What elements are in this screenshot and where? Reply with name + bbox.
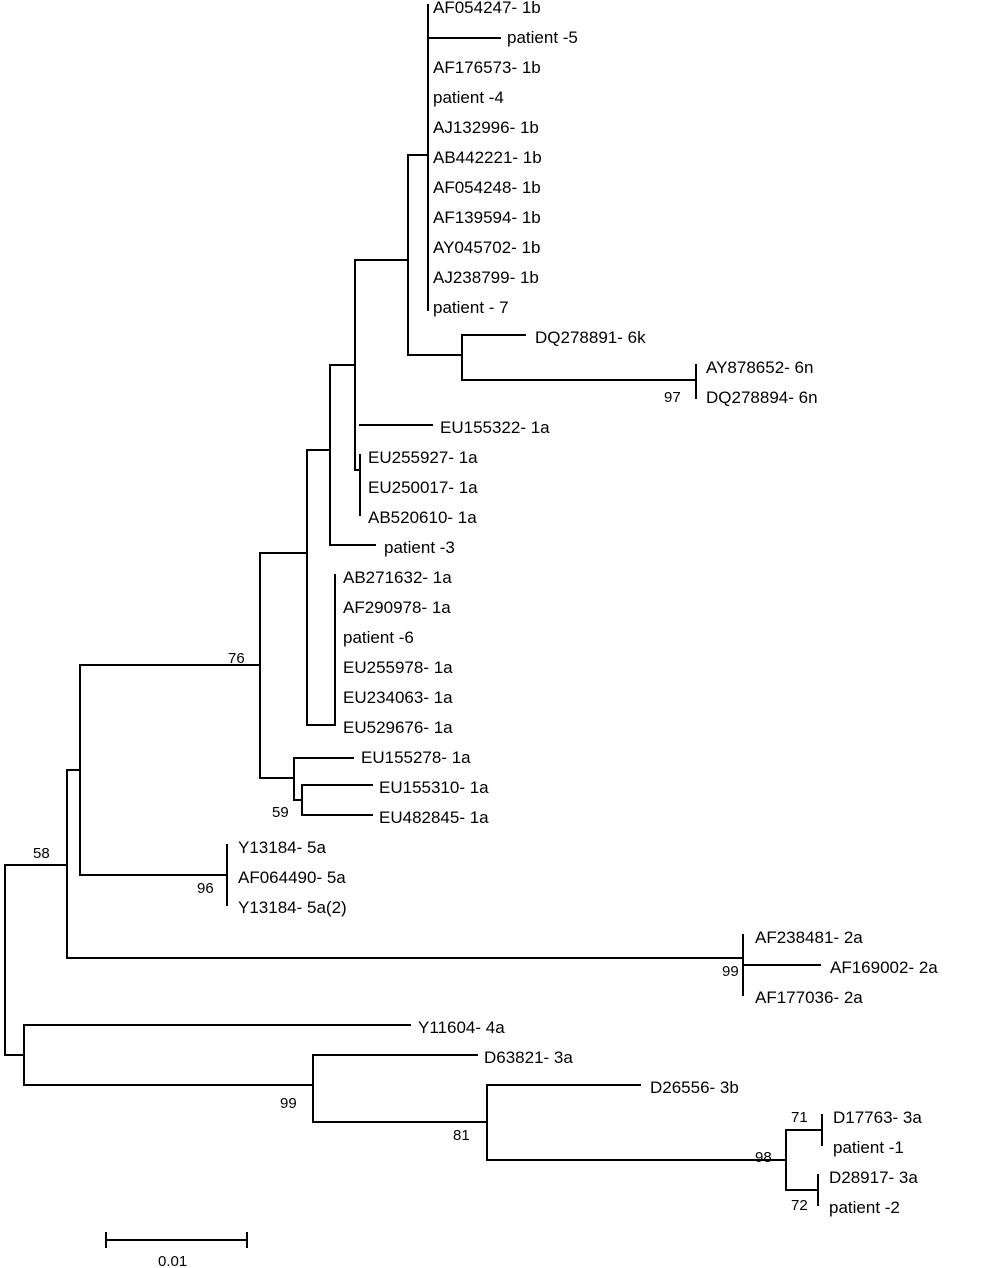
leaf-label: patient -3 [384, 538, 455, 557]
support-value: 97 [664, 389, 681, 406]
leaf-label: D26556- 3b [650, 1078, 739, 1097]
leaf-label: AJ238799- 1b [433, 268, 539, 287]
leaf-label: EU529676- 1a [343, 718, 453, 737]
leaf-label: DQ278894- 6n [706, 388, 818, 407]
leaf-label: DQ278891- 6k [535, 328, 646, 347]
support-value: 71 [791, 1109, 808, 1126]
leaf-label: AF054248- 1b [433, 178, 541, 197]
leaf-label: AB520610- 1a [368, 508, 477, 527]
support-values: 97 76 59 58 96 99 99 81 71 98 72 [33, 389, 808, 1214]
leaf-label: patient -4 [433, 88, 504, 107]
leaf-label: EU255978- 1a [343, 658, 453, 677]
leaf-label: patient - 7 [433, 298, 509, 317]
support-value: 58 [33, 845, 50, 862]
leaf-label: patient -2 [829, 1198, 900, 1217]
leaf-label: EU250017- 1a [368, 478, 478, 497]
leaf-label: patient -6 [343, 628, 414, 647]
leaf-label: AJ132996- 1b [433, 118, 539, 137]
support-value: 76 [228, 650, 245, 667]
support-value: 99 [722, 963, 739, 980]
leaf-label: EU155322- 1a [440, 418, 550, 437]
leaf-label: AF238481- 2a [755, 928, 863, 947]
leaf-label: EU482845- 1a [379, 808, 489, 827]
tree-branches [4, 4, 823, 1206]
scale-bar-label: 0.01 [158, 1253, 187, 1268]
leaf-label: EU255927- 1a [368, 448, 478, 467]
scale-bar: 0.01 [105, 1232, 248, 1268]
leaf-label: patient -1 [833, 1138, 904, 1157]
leaf-label: AF176573- 1b [433, 58, 541, 77]
leaf-label: AY045702- 1b [433, 238, 540, 257]
leaf-label: Y13184- 5a [238, 838, 326, 857]
leaf-label: EU155278- 1a [361, 748, 471, 767]
leaf-label: AF139594- 1b [433, 208, 541, 227]
support-value: 99 [280, 1095, 297, 1112]
leaf-label: Y11604- 4a [418, 1018, 505, 1037]
leaf-label: AF177036- 2a [755, 988, 863, 1007]
leaf-label: EU155310- 1a [379, 778, 489, 797]
leaf-label: patient -5 [507, 28, 578, 47]
leaf-label: D17763- 3a [833, 1108, 922, 1127]
leaf-label: AF064490- 5a [238, 868, 346, 887]
leaf-label: AF290978- 1a [343, 598, 451, 617]
support-value: 59 [272, 804, 289, 821]
leaf-label: AB442221- 1b [433, 148, 542, 167]
leaf-label: D63821- 3a [484, 1048, 573, 1067]
leaf-label: AB271632- 1a [343, 568, 452, 587]
leaf-label: D28917- 3a [829, 1168, 918, 1187]
leaf-label: Y13184- 5a(2) [238, 898, 347, 917]
support-value: 98 [755, 1149, 772, 1166]
leaf-labels: AF054247- 1b patient -5 AF176573- 1b pat… [238, 0, 938, 1217]
leaf-label: AF054247- 1b [433, 0, 541, 17]
leaf-label: AY878652- 6n [706, 358, 813, 377]
support-value: 81 [453, 1127, 470, 1144]
support-value: 96 [197, 880, 214, 897]
support-value: 72 [791, 1197, 808, 1214]
leaf-label: EU234063- 1a [343, 688, 453, 707]
leaf-label: AF169002- 2a [830, 958, 938, 977]
